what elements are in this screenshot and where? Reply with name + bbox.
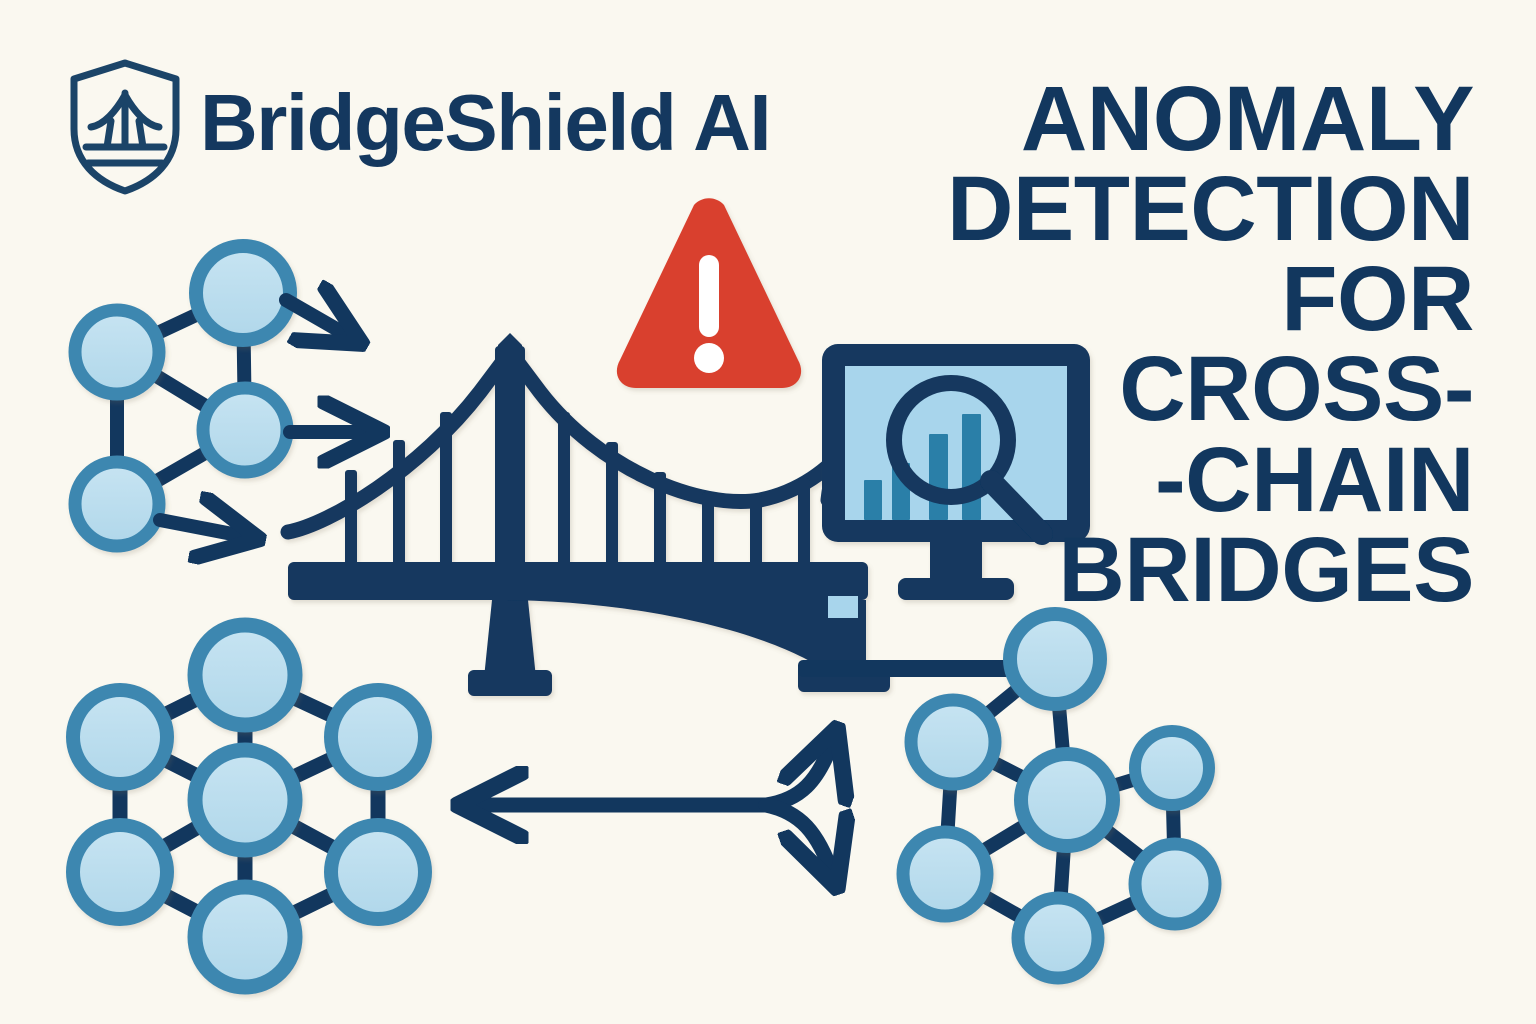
arrow-fork-bidirectional bbox=[470, 740, 833, 876]
headline-line-1: ANOMALY bbox=[1020, 68, 1475, 170]
network-top-left bbox=[68, 239, 372, 553]
network-node bbox=[896, 607, 1222, 985]
alert-exclamation-dot bbox=[694, 343, 724, 373]
magnifying-glass-icon bbox=[886, 375, 1053, 545]
headline-line-5: -CHAIN bbox=[1155, 428, 1474, 531]
brand-lockup: BridgeShield AI bbox=[66, 52, 772, 202]
network-bottom-right bbox=[896, 607, 1222, 985]
page-title: ANOMALY DETECTION FOR CROSS- -CHAIN BRID… bbox=[854, 68, 1475, 621]
arrow-network-to-bridge-3 bbox=[153, 520, 248, 537]
network-bottom-left bbox=[66, 617, 432, 995]
arrow-network-to-bridge-1 bbox=[279, 300, 352, 338]
headline-line-4: CROSS- bbox=[1119, 338, 1474, 441]
line-monitor-to-network bbox=[798, 660, 1063, 677]
brand-name: BridgeShield AI bbox=[200, 78, 772, 167]
headline-line-6: BRIDGES bbox=[1058, 518, 1474, 621]
headline-line-2: DETECTION bbox=[946, 158, 1475, 261]
headline-line-3: FOR bbox=[1281, 248, 1474, 351]
alert-exclamation-bar bbox=[699, 255, 719, 337]
network-node bbox=[66, 617, 432, 995]
warning-triangle-icon bbox=[616, 198, 802, 388]
network-node bbox=[68, 239, 297, 553]
monitor-analytics-icon bbox=[822, 344, 1090, 600]
suspension-bridge-icon bbox=[280, 333, 890, 696]
shield-bridge-icon bbox=[70, 59, 180, 195]
